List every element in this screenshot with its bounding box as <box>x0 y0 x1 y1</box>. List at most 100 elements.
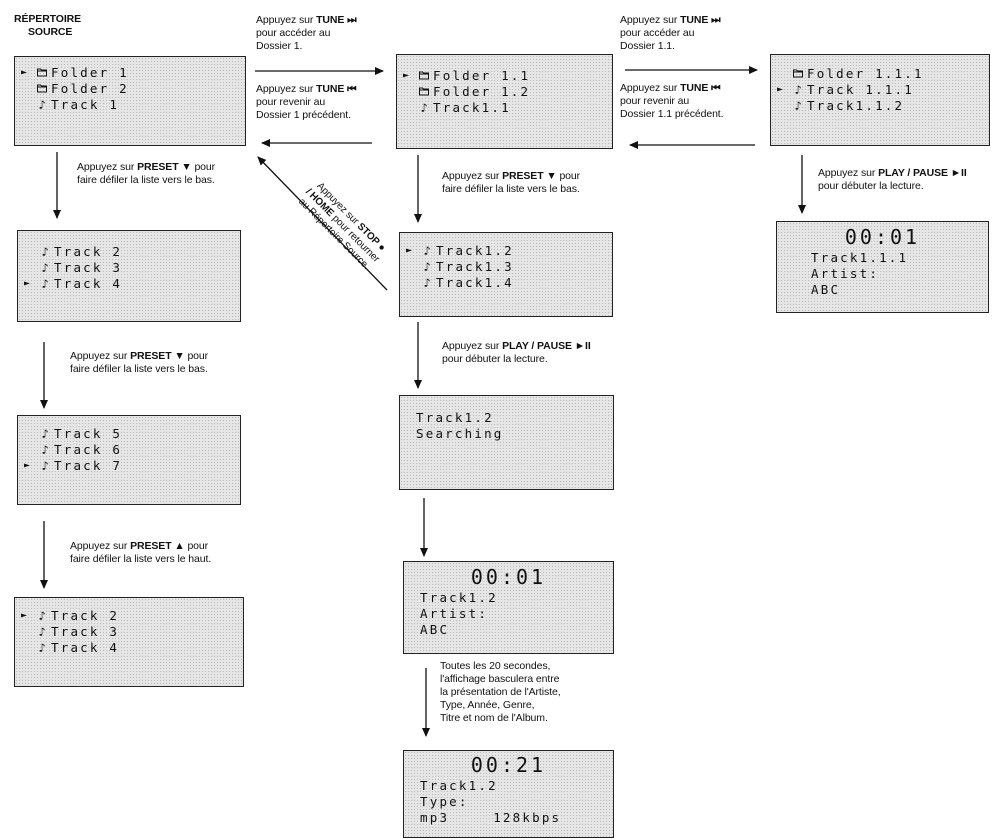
label-line: faire défiler la liste vers le bas. <box>70 363 208 375</box>
label-preset-up: Appuyez sur PRESET ▲ pour faire défiler … <box>70 540 211 566</box>
label-line: Titre et nom de l'Album. <box>440 712 548 724</box>
list-item-label: Track 6 <box>54 442 123 457</box>
cursor-icon: ► <box>24 460 31 471</box>
label-line: Dossier 1. <box>256 40 303 52</box>
list-item-label: Track 2 <box>51 608 120 623</box>
lcd-screen-folder-1-1: Folder 1.1.1 ► ♪ Track 1.1.1 ♪Track1.1.2 <box>770 54 990 146</box>
info-label: Type: <box>420 794 469 809</box>
music-note-icon: ♪ <box>38 625 46 639</box>
list-item-label: Folder 1.2 <box>433 84 531 99</box>
status-text: Searching <box>416 426 504 441</box>
list-item: ♪ Track 2 <box>24 244 234 260</box>
music-note-icon: ♪ <box>420 101 428 115</box>
list-item: ► Folder 1.1 <box>403 68 606 84</box>
lcd-screen-source: ► Folder 1 Folder 2 ♪Track 1 <box>14 56 246 146</box>
list-item: ♪Track 1 <box>21 97 239 113</box>
elapsed-time: 00:21 <box>470 753 547 777</box>
list-item: ♪Track1.4 <box>406 275 606 291</box>
list-item: ♪Track1.1 <box>403 100 606 116</box>
label-line: Type, Année, Genre, <box>440 699 535 711</box>
music-note-icon: ♪ <box>41 459 49 473</box>
music-note-icon: ♪ <box>41 443 49 457</box>
list-item: ►♪Track1.2 <box>406 243 606 259</box>
label-line: pour débuter la lecture. <box>818 180 924 192</box>
lcd-screen-playing-1-1-1: 00:01 Track1.1.1 Artist: ABC <box>776 221 989 313</box>
label-text: pour <box>556 170 581 182</box>
list-item-label: Track1.1.2 <box>807 98 905 113</box>
list-item-label: Track 5 <box>54 426 123 441</box>
list-item-label: Track1.3 <box>436 259 514 274</box>
button-name: TUNE ⏭ <box>316 14 357 26</box>
list-item: ►♪Track 4 <box>24 276 234 292</box>
label-line: Appuyez sur PRESET ▼ pour <box>442 170 580 183</box>
list-item-label: Track 2 <box>54 244 123 259</box>
list-item: ♪Track1.3 <box>406 259 606 275</box>
label-line: Appuyez sur PRESET ▲ pour <box>70 540 211 553</box>
list-item-label: Track 3 <box>54 260 123 275</box>
button-name: TUNE ⏮ <box>316 83 357 95</box>
list-item-label: Folder 1.1 <box>433 68 531 83</box>
button-name: TUNE ⏮ <box>680 82 721 94</box>
label-line: pour accéder au <box>256 27 331 39</box>
elapsed-time: 00:01 <box>844 225 921 249</box>
lcd-screen-scroll-folder-1: ►♪Track1.2 ♪Track1.3 ♪Track1.4 <box>399 232 613 317</box>
music-note-icon: ♪ <box>38 609 46 623</box>
lcd-screen-searching: Track1.2 Searching <box>399 395 614 490</box>
list-item: ► Folder 1 <box>21 65 239 81</box>
bitrate-value: 128kbps <box>493 810 562 825</box>
list-item-label: Folder 2 <box>51 81 129 96</box>
label-line: Appuyez sur PRESET ▼ pour <box>77 161 215 174</box>
label-tune-back-2: Appuyez sur TUNE ⏮ pour revenir au Dossi… <box>620 82 724 121</box>
cursor-icon: ► <box>24 278 31 289</box>
list-item: ♪ Track 6 <box>24 442 234 458</box>
label-line: faire défiler la liste vers le bas. <box>77 174 215 186</box>
label-text: Appuyez sur <box>70 350 131 362</box>
lcd-screen-playing-1-2: 00:01 Track1.2 Artist: ABC <box>403 561 614 654</box>
label-line: faire défiler la liste vers le haut. <box>70 553 212 565</box>
cursor-icon: ► <box>21 610 28 621</box>
label-preset-down-1: Appuyez sur PRESET ▼ pour faire défiler … <box>77 161 215 187</box>
cursor-icon: ► <box>403 70 410 81</box>
label-line: pour accéder au <box>620 27 695 39</box>
label-line: Dossier 1.1 précédent. <box>620 108 724 120</box>
lcd-screen-folder-1: ► Folder 1.1 Folder 1.2 ♪Track1.1 <box>396 54 613 149</box>
label-line: pour revenir au <box>620 95 690 107</box>
info-value: ABC <box>420 622 450 637</box>
list-item-label: Track 3 <box>51 624 120 639</box>
label-preset-down-2: Appuyez sur PRESET ▼ pour faire défiler … <box>70 350 208 376</box>
list-item-label: Track 4 <box>54 276 123 291</box>
list-item: Folder 1.2 <box>403 84 606 100</box>
label-line: pour revenir au <box>256 96 326 108</box>
label-play-pause-1: Appuyez sur PLAY / PAUSE ►II pour débute… <box>442 340 591 366</box>
cursor-icon: ► <box>21 67 28 78</box>
folder-icon <box>789 66 807 82</box>
list-item-label: Track 7 <box>54 458 123 473</box>
list-item-label: Track 1.1.1 <box>807 82 914 97</box>
label-text: Appuyez sur <box>256 83 317 95</box>
cursor-icon: ► <box>406 245 413 256</box>
label-text: pour <box>184 540 209 552</box>
music-note-icon: ♪ <box>38 98 46 112</box>
track-name: Track1.2 <box>420 590 498 605</box>
list-item: ♪Track1.1.2 <box>777 98 983 114</box>
label-tune-forward-1: Appuyez sur TUNE ⏭ pour accéder au Dossi… <box>256 14 357 53</box>
label-line: Appuyez sur TUNE ⏭ <box>620 14 721 27</box>
folder-icon <box>415 84 433 100</box>
lcd-screen-scroll-up: ►♪Track 2 ♪Track 3 ♪Track 4 <box>14 597 244 687</box>
button-name: TUNE ⏭ <box>680 14 721 26</box>
info-label: Artist: <box>420 606 489 621</box>
label-line: pour débuter la lecture. <box>442 353 548 365</box>
cursor-icon: ► <box>777 84 784 95</box>
music-note-icon: ♪ <box>41 245 49 259</box>
label-text: Appuyez sur <box>442 340 503 352</box>
button-name: PRESET ▲ <box>130 540 185 552</box>
music-note-icon: ♪ <box>41 261 49 275</box>
music-note-icon: ♪ <box>794 83 802 97</box>
track-name: Track1.2 <box>420 778 498 793</box>
source-title: RÉPERTOIRE SOURCE <box>14 13 81 39</box>
folder-icon <box>415 68 433 84</box>
music-note-icon: ♪ <box>423 244 431 258</box>
list-item-label: Folder 1 <box>51 65 129 80</box>
button-name: PRESET ▼ <box>137 161 192 173</box>
list-item: Folder 1.1.1 <box>777 66 983 82</box>
